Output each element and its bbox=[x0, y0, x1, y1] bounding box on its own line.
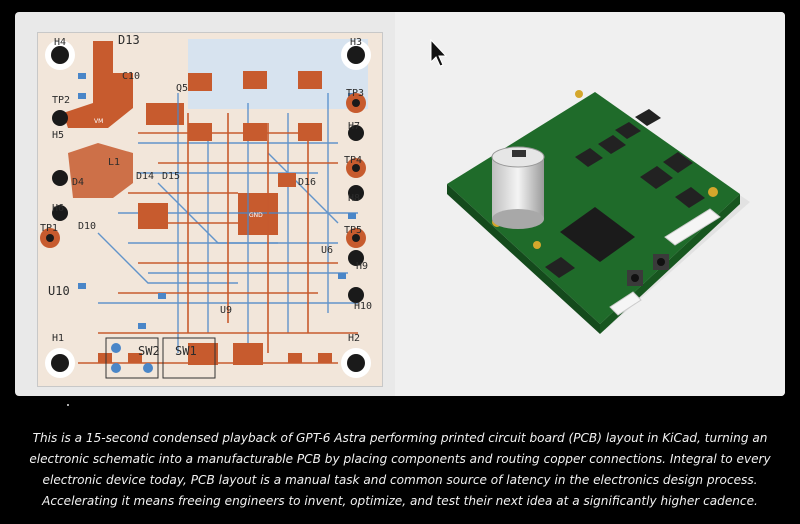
mouse-cursor-icon bbox=[430, 38, 448, 67]
label-h4: H4 bbox=[54, 37, 66, 48]
connector bbox=[664, 208, 721, 246]
label-d16: D16 bbox=[298, 177, 316, 188]
label-h2: H2 bbox=[348, 333, 360, 344]
label-h9: H9 bbox=[356, 261, 368, 272]
label-l1: L1 bbox=[108, 157, 120, 168]
mounting-holes bbox=[40, 40, 371, 378]
copper-pour bbox=[63, 41, 133, 128]
label-u6: U6 bbox=[321, 245, 333, 256]
label-u9: U9 bbox=[220, 305, 232, 316]
label-d10: D10 bbox=[78, 221, 96, 232]
label-d13: D13 bbox=[118, 33, 140, 47]
connector bbox=[609, 291, 642, 316]
label-tp2: TP2 bbox=[52, 95, 70, 106]
label-tp4: TP4 bbox=[344, 155, 362, 166]
copper-pour bbox=[68, 143, 133, 198]
label-tp5: TP5 bbox=[344, 225, 362, 236]
label-sw2: SW2 bbox=[138, 344, 160, 358]
pcb-3d-canvas bbox=[447, 90, 750, 334]
decorative-dot bbox=[67, 404, 69, 406]
sw2-footprint bbox=[105, 337, 159, 379]
label-h3: H3 bbox=[350, 37, 362, 48]
label-u10: U10 bbox=[48, 284, 70, 298]
label-h5: H5 bbox=[52, 130, 64, 141]
gnd-pad bbox=[238, 193, 278, 235]
label-h7: H7 bbox=[348, 121, 360, 132]
label-tp1: TP1 bbox=[40, 223, 58, 234]
label-h6: H6 bbox=[52, 203, 64, 214]
sw1-footprint bbox=[162, 337, 216, 379]
label-q5: Q5 bbox=[176, 83, 188, 94]
pcb-board-3d bbox=[447, 92, 740, 324]
pcb-3d-render-view[interactable] bbox=[395, 12, 785, 396]
label-d14: D14 bbox=[136, 171, 154, 182]
label-h8: H8 bbox=[348, 193, 360, 204]
label-d15: D15 bbox=[162, 171, 180, 182]
label-gnd: GND bbox=[249, 212, 263, 219]
label-vm: VM bbox=[94, 118, 103, 125]
label-tp3: TP3 bbox=[346, 88, 364, 99]
label-sw1: SW1 bbox=[175, 344, 197, 358]
pcb-layout-canvas: H4 H3 D13 C10 Q5 TP3 TP2 H5 H7 TP4 L1 D4… bbox=[38, 33, 382, 386]
label-h10: H10 bbox=[354, 301, 372, 312]
label-d4: D4 bbox=[72, 177, 84, 188]
label-h1: H1 bbox=[52, 333, 64, 344]
copper-pad bbox=[146, 103, 184, 125]
pcb-layout-view[interactable]: H4 H3 D13 C10 Q5 TP3 TP2 H5 H7 TP4 L1 D4… bbox=[37, 32, 383, 387]
video-caption: This is a 15-second condensed playback o… bbox=[29, 431, 771, 508]
mcu-chip bbox=[560, 207, 635, 262]
video-frame: H4 H3 D13 C10 Q5 TP3 TP2 H5 H7 TP4 L1 D4… bbox=[15, 12, 785, 396]
label-c10: C10 bbox=[122, 71, 140, 82]
